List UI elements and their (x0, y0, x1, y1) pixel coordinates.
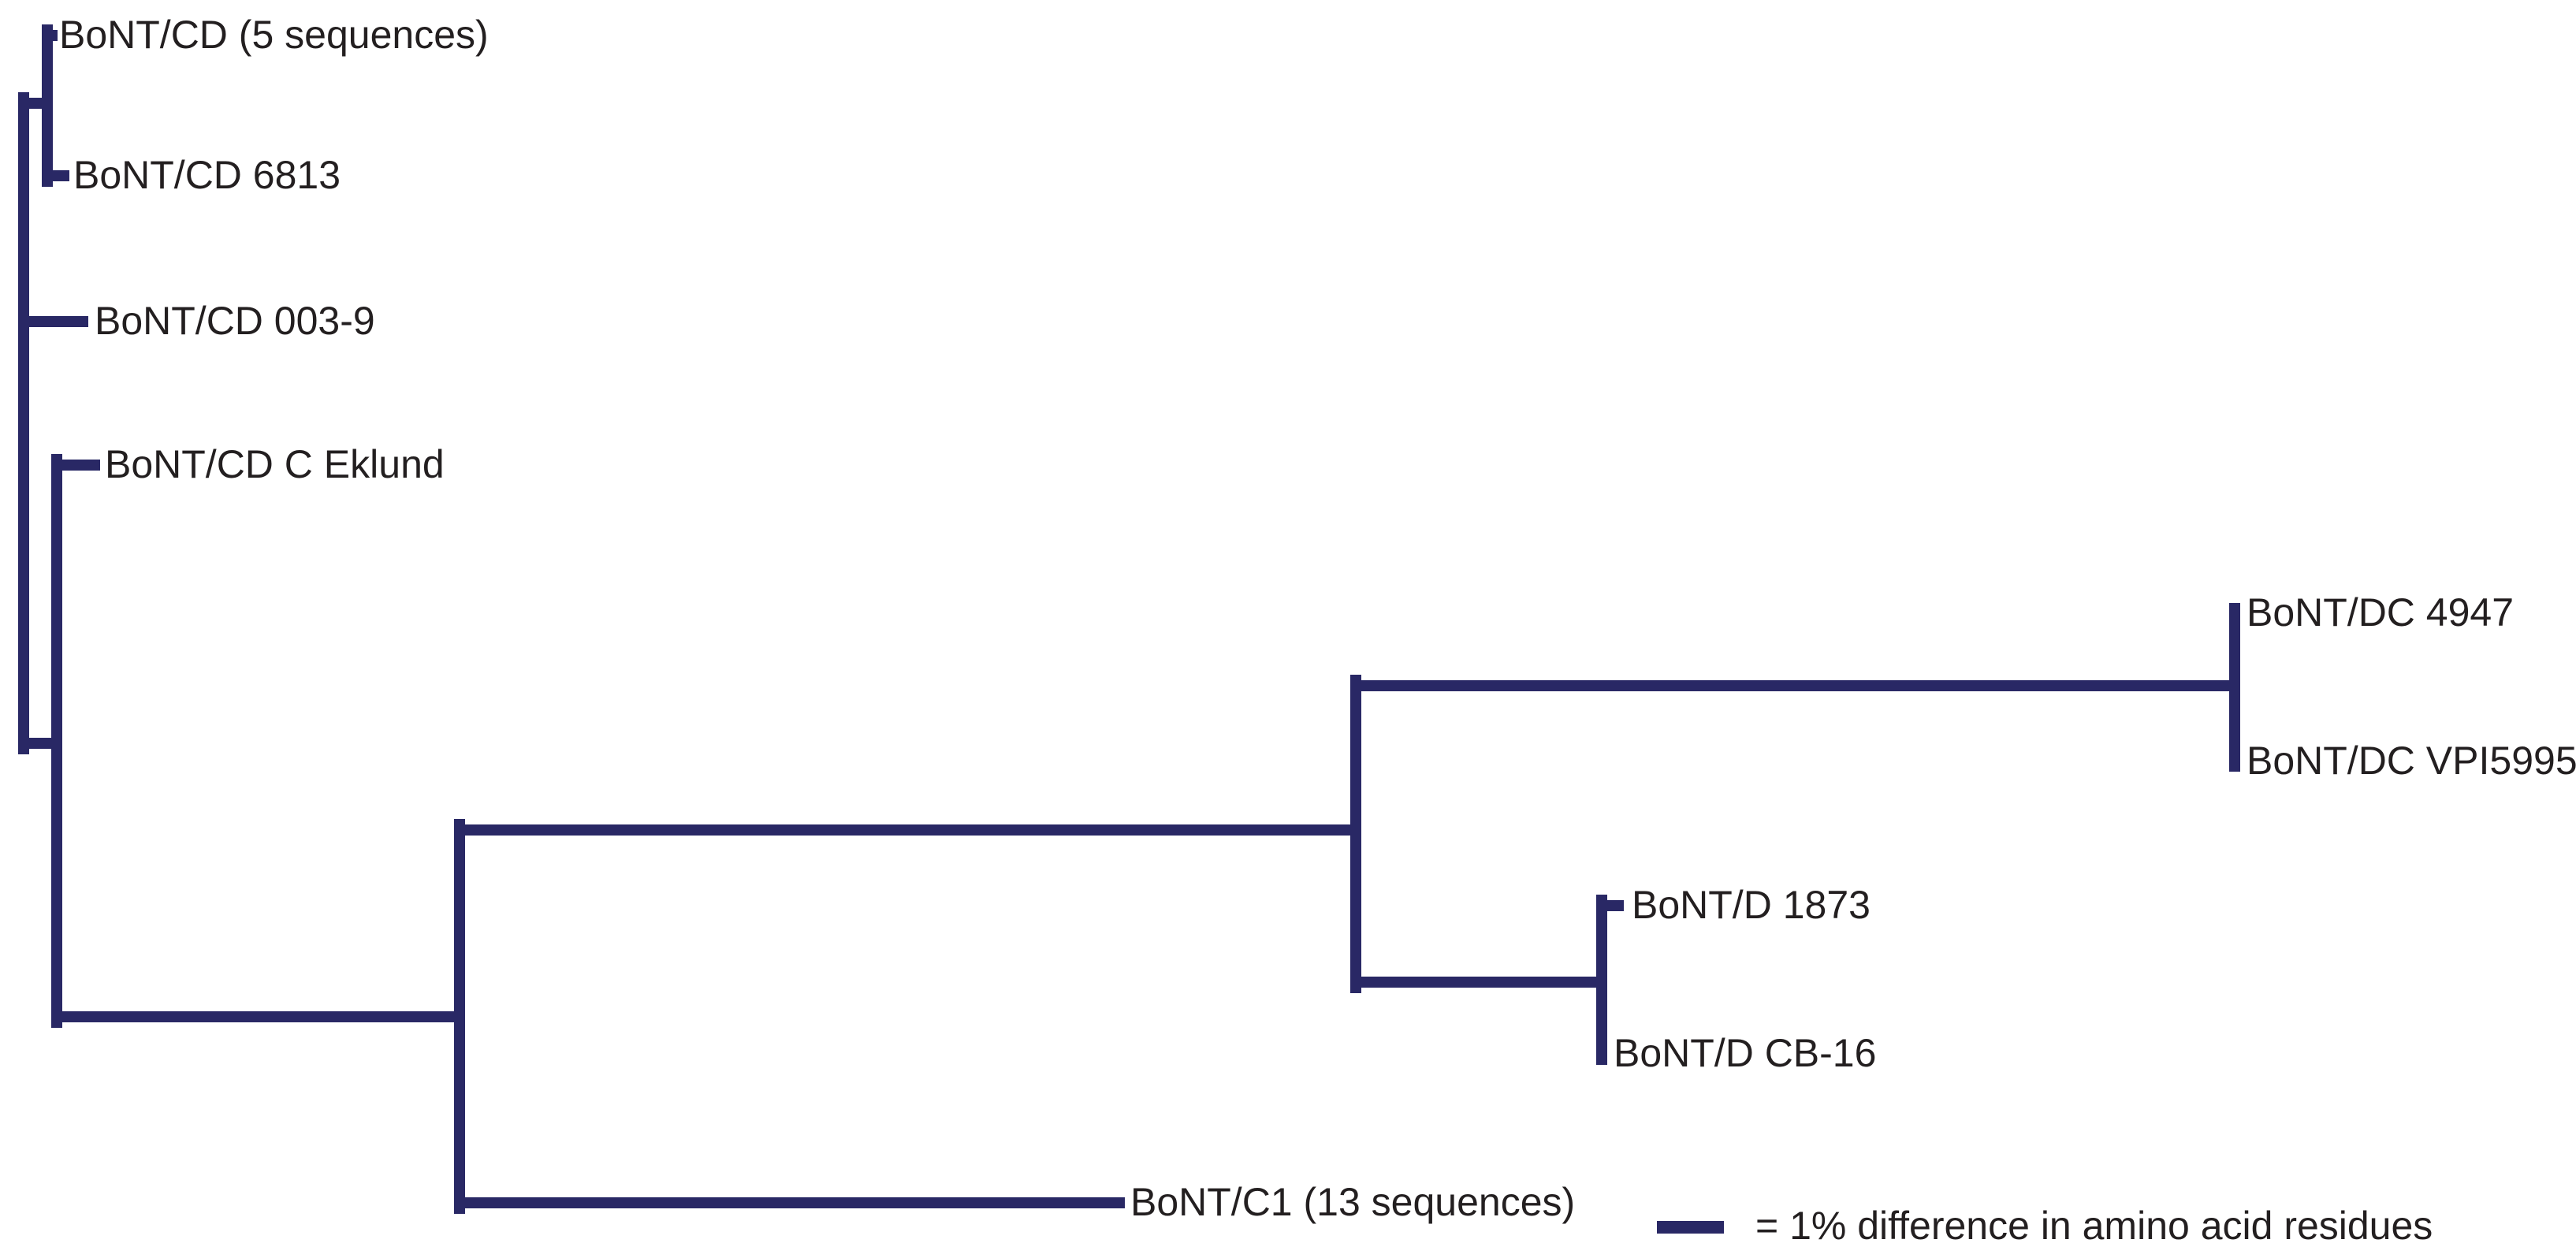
taxon-label-bont-cd-6813: BoNT/CD 6813 (73, 152, 341, 197)
taxon-label-bont-c1-13-sequences: BoNT/C1 (13 sequences) (1130, 1179, 1576, 1224)
taxon-label-bont-cd-003-9: BoNT/CD 003-9 (95, 298, 375, 343)
taxon-label-bont-dc-vpi5995: BoNT/DC VPI5995 (2247, 738, 2576, 783)
taxon-label-bont-dc-4947: BoNT/DC 4947 (2247, 590, 2515, 635)
taxon-label-bont-cd-c-eklund: BoNT/CD C Eklund (105, 441, 445, 486)
taxon-label-bont-d-1873: BoNT/D 1873 (1632, 882, 1871, 927)
legend-scale-bar (1657, 1221, 1724, 1234)
taxon-label-bont-cd-5-sequences: BoNT/CD (5 sequences) (59, 12, 489, 57)
taxon-label-bont-d-cb-16: BoNT/D CB-16 (1614, 1030, 1877, 1075)
legend-caption: = 1% difference in amino acid residues (1755, 1203, 2433, 1248)
